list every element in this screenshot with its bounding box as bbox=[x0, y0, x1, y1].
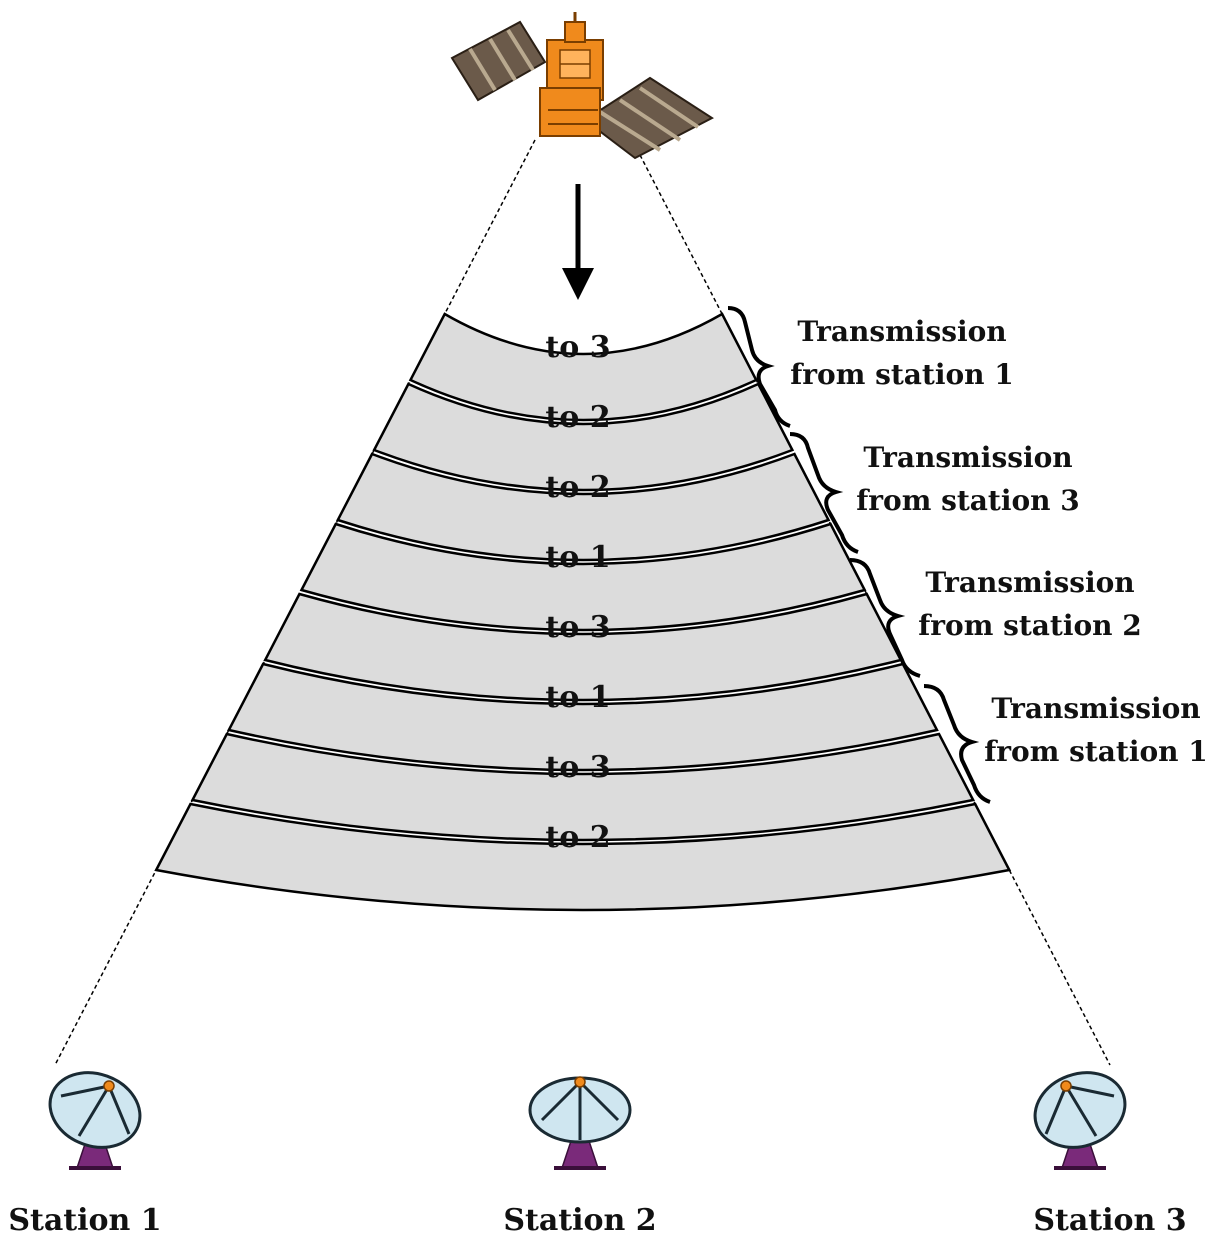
time-slot-label: to 1 bbox=[545, 680, 610, 715]
brace-icon bbox=[789, 432, 859, 554]
station-1-dish-icon bbox=[48, 1071, 142, 1170]
satellite-icon bbox=[450, 12, 714, 160]
station-2-label: Station 2 bbox=[503, 1203, 656, 1234]
time-slot-label: to 2 bbox=[545, 820, 610, 855]
time-slot bbox=[299, 522, 867, 632]
time-slot bbox=[372, 382, 795, 492]
transmission-label-2-line2: from station 3 bbox=[856, 484, 1080, 517]
transmission-label-4-line1: Transmission bbox=[991, 692, 1200, 725]
brace-icon bbox=[849, 558, 921, 678]
time-slot-label: to 2 bbox=[545, 470, 610, 505]
transmission-label-3-line1: Transmission bbox=[925, 566, 1134, 599]
brace-icon bbox=[923, 684, 991, 804]
time-slot-label: to 3 bbox=[545, 330, 610, 365]
station-2-dish-icon bbox=[528, 1076, 632, 1170]
transmission-label-3-line2: from station 2 bbox=[918, 609, 1142, 642]
station-3-dish-icon bbox=[1033, 1071, 1127, 1170]
transmission-label-2-line1: Transmission bbox=[863, 441, 1072, 474]
time-slot-label: to 3 bbox=[545, 750, 610, 785]
transmission-labels: Transmission from station 1 Transmission… bbox=[727, 306, 1208, 804]
time-slot-label: to 3 bbox=[545, 610, 610, 645]
time-slot bbox=[154, 802, 1012, 912]
time-slot bbox=[190, 732, 976, 842]
station-1-label: Station 1 bbox=[8, 1203, 161, 1234]
transmission-label-1-line1: Transmission bbox=[797, 315, 1006, 348]
time-slot-label: to 1 bbox=[545, 540, 610, 575]
transmission-label-4-line2: from station 1 bbox=[984, 735, 1208, 768]
station-3-label: Station 3 bbox=[1033, 1203, 1186, 1234]
time-slot bbox=[336, 452, 831, 562]
time-slot bbox=[226, 662, 939, 772]
downlink-arrow-icon bbox=[562, 184, 594, 300]
time-slot bbox=[408, 312, 758, 422]
slot-stack: to 3 to 2 to 2 to 1 to 3 to 1 to 3 to 2 bbox=[154, 312, 1012, 912]
brace-icon bbox=[727, 306, 791, 428]
time-slot-label: to 2 bbox=[545, 400, 610, 435]
transmission-label-1-line2: from station 1 bbox=[790, 358, 1014, 391]
